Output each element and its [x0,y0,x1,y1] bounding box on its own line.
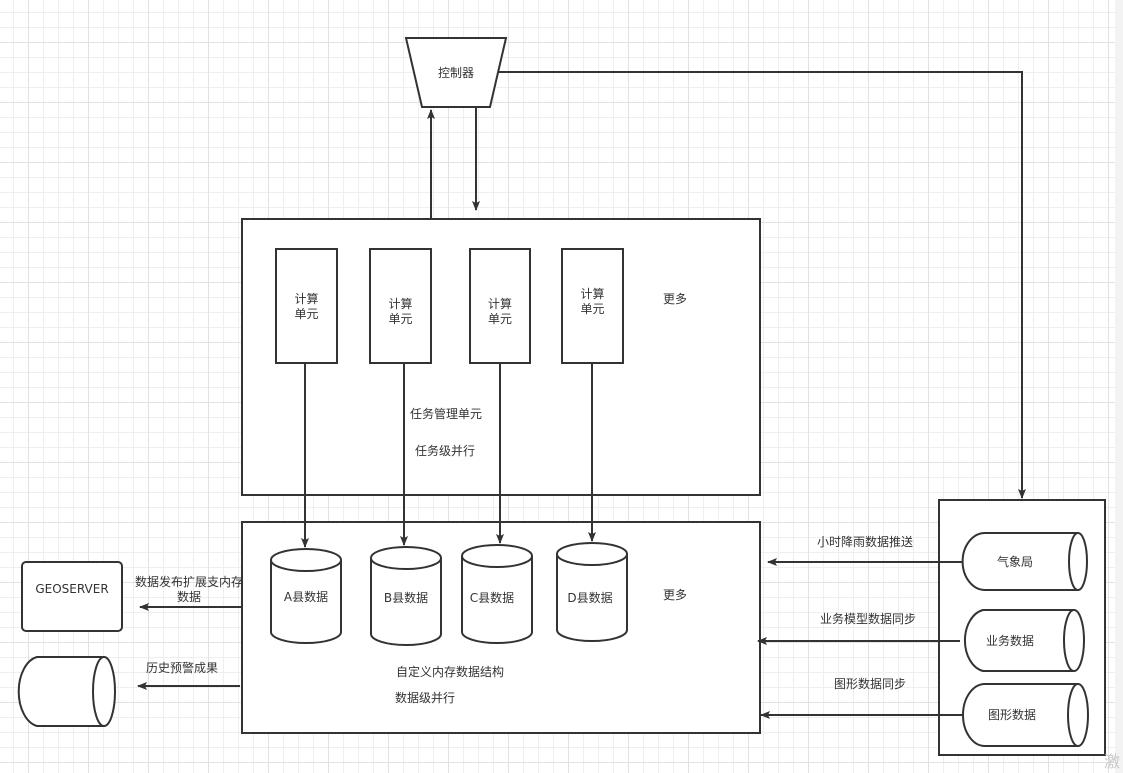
cylinder-a[interactable] [270,548,342,644]
compute-unit-3[interactable] [469,248,531,364]
watermark: 激 [1104,752,1121,771]
weather-push-edge-label: 小时降雨数据推送 [816,535,913,549]
cylinder-b[interactable] [370,546,442,646]
geoserver-box[interactable] [21,561,123,632]
task-more-label: 更多 [662,292,687,306]
controller-shape[interactable] [404,37,508,108]
source-business-label: 业务数据 [985,634,1034,648]
compute-unit-2[interactable] [369,248,432,364]
geoserver-label: GEOSERVER [35,582,109,596]
data-more-label: 更多 [662,588,687,602]
history-store-cylinder[interactable] [17,656,116,727]
compute-unit-1[interactable] [275,248,338,364]
cylinder-d[interactable] [556,542,628,642]
cylinder-a-label: A县数据 [283,590,329,604]
source-graphics-label: 图形数据 [987,708,1036,722]
task-parallel-label: 任务级并行 [414,444,475,458]
compute-unit-3-label: 计算 单元 [487,297,512,326]
controller-label: 控制器 [437,66,474,80]
compute-unit-1-label: 计算 单元 [294,292,319,321]
cylinder-c[interactable] [461,544,533,644]
canvas-edge [1115,0,1123,773]
business-sync-edge-label: 业务模型数据同步 [819,612,916,626]
compute-unit-4-label: 计算 单元 [580,287,605,316]
data-structure-title: 自定义内存数据结构 [395,665,504,679]
graphics-sync-edge-label: 图形数据同步 [833,677,906,691]
arrow-controller-to-sources [499,71,1026,499]
source-cylinder-business[interactable] [963,609,1085,672]
cylinder-d-label: D县数据 [567,591,613,605]
source-cylinder-weather[interactable] [961,532,1088,591]
cylinder-b-label: B县数据 [383,591,429,605]
geoserver-edge-label: 数据发布扩展支内存 数据 [134,575,243,604]
task-management-title: 任务管理单元 [409,407,482,421]
compute-unit-2-label: 计算 单元 [388,297,413,326]
compute-unit-4[interactable] [561,248,624,364]
cylinder-c-label: C县数据 [469,591,515,605]
source-weather-label: 气象局 [996,555,1033,569]
data-parallel-label: 数据级并行 [394,691,455,705]
source-cylinder-graphics[interactable] [962,683,1089,747]
history-edge-label: 历史预警成果 [145,661,218,675]
